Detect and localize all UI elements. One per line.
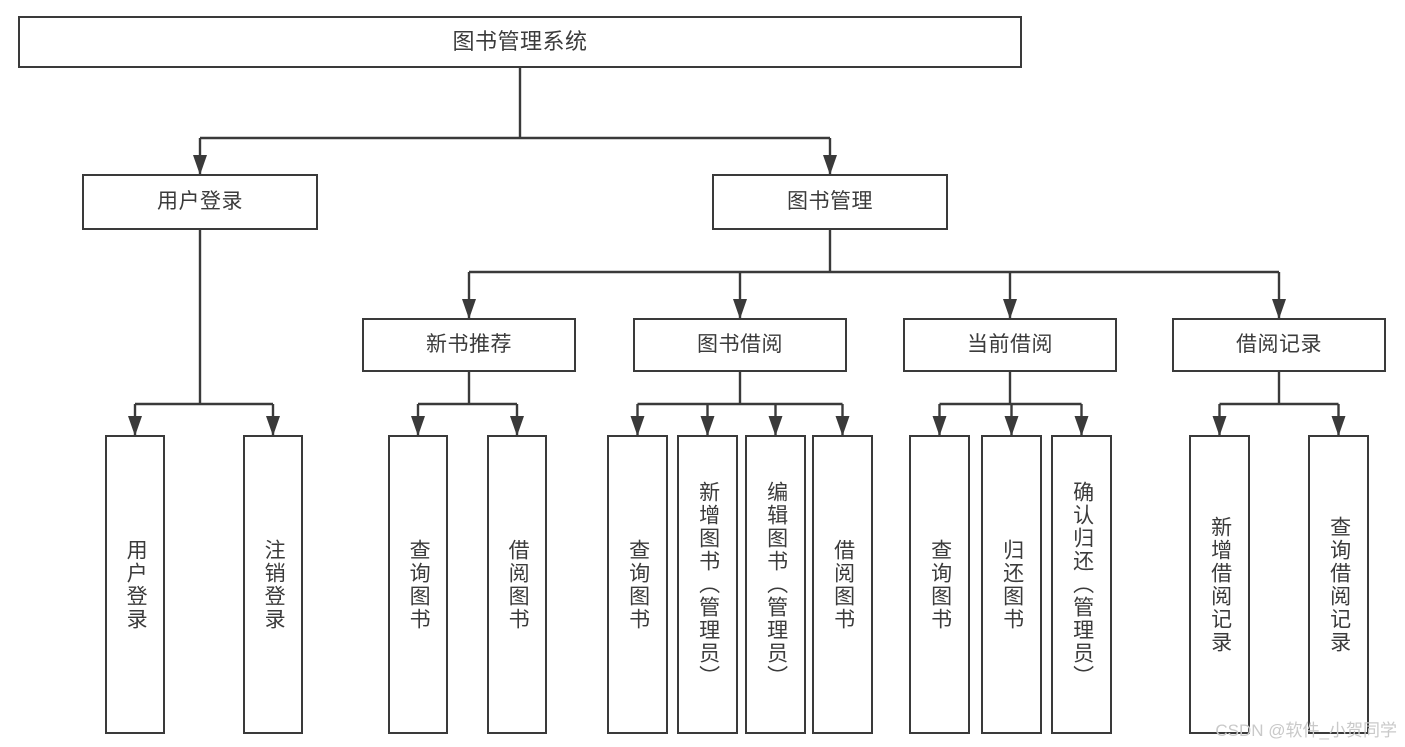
- arrowhead-bookmgmt: [823, 155, 837, 175]
- node-box-leaf-bor-3[interactable]: 编辑图书（管理员）: [745, 435, 806, 734]
- node-box-leaf-bor-4[interactable]: 借阅图书: [812, 435, 873, 734]
- node-box-root[interactable]: 图书管理系统: [18, 16, 1022, 68]
- node-box-current[interactable]: 当前借阅: [903, 318, 1117, 372]
- node-box-leaf-rec-2[interactable]: 查询借阅记录: [1308, 435, 1369, 734]
- arrowhead-leaf-bor-2: [700, 416, 715, 436]
- node-label-bookmgmt: 图书管理: [787, 190, 873, 214]
- arrowhead-leaf-new-1: [411, 416, 425, 436]
- node-label-leaf-new-2: 借阅图书: [506, 538, 530, 631]
- node-label-leaf-rec-2: 查询借阅记录: [1327, 515, 1351, 654]
- node-box-leaf-cur-2[interactable]: 归还图书: [981, 435, 1042, 734]
- node-box-bookmgmt[interactable]: 图书管理: [712, 174, 948, 230]
- arrowhead-borrow: [733, 299, 747, 319]
- node-label-login: 用户登录: [157, 190, 243, 214]
- arrowhead-leaf-login-1: [128, 416, 142, 436]
- node-label-leaf-login-1: 用户登录: [124, 538, 148, 631]
- node-label-leaf-login-2: 注销登录: [262, 538, 286, 631]
- node-label-leaf-bor-4: 借阅图书: [831, 538, 855, 631]
- node-label-root: 图书管理系统: [452, 28, 588, 54]
- node-box-login[interactable]: 用户登录: [82, 174, 318, 230]
- node-label-leaf-cur-1: 查询图书: [928, 538, 952, 631]
- arrowhead-leaf-cur-1: [932, 416, 947, 436]
- node-box-records[interactable]: 借阅记录: [1172, 318, 1386, 372]
- node-label-newbook: 新书推荐: [426, 333, 512, 357]
- node-box-leaf-cur-1[interactable]: 查询图书: [909, 435, 970, 734]
- node-box-leaf-rec-1[interactable]: 新增借阅记录: [1189, 435, 1250, 734]
- arrowhead-leaf-bor-4: [835, 416, 850, 436]
- arrowhead-leaf-cur-2: [1004, 416, 1019, 436]
- node-label-leaf-rec-1: 新增借阅记录: [1208, 515, 1232, 654]
- node-label-leaf-bor-1: 查询图书: [626, 538, 650, 631]
- arrowhead-login: [193, 155, 207, 175]
- node-box-newbook[interactable]: 新书推荐: [362, 318, 576, 372]
- node-box-leaf-bor-1[interactable]: 查询图书: [607, 435, 668, 734]
- node-box-borrow[interactable]: 图书借阅: [633, 318, 847, 372]
- node-label-current: 当前借阅: [967, 333, 1053, 357]
- node-box-leaf-new-2[interactable]: 借阅图书: [487, 435, 547, 734]
- node-label-leaf-bor-3: 编辑图书（管理员）: [764, 481, 788, 688]
- node-box-leaf-login-2[interactable]: 注销登录: [243, 435, 303, 734]
- node-box-leaf-new-1[interactable]: 查询图书: [388, 435, 448, 734]
- node-label-leaf-new-1: 查询图书: [407, 538, 431, 631]
- arrowhead-leaf-bor-3: [768, 416, 783, 436]
- arrowhead-leaf-rec-1: [1212, 416, 1227, 436]
- node-label-leaf-cur-2: 归还图书: [1000, 538, 1024, 631]
- arrowhead-records: [1272, 299, 1286, 319]
- node-box-leaf-bor-2[interactable]: 新增图书（管理员）: [677, 435, 738, 734]
- arrowhead-current: [1003, 299, 1017, 319]
- arrowhead-leaf-bor-1: [630, 416, 645, 436]
- node-label-leaf-cur-3: 确认归还（管理员）: [1070, 481, 1094, 688]
- watermark-label: CSDN @软件_小贺同学: [1215, 721, 1397, 740]
- node-label-records: 借阅记录: [1236, 333, 1322, 357]
- arrowhead-leaf-new-2: [510, 416, 524, 436]
- arrowhead-newbook: [462, 299, 476, 319]
- arrowhead-leaf-rec-2: [1331, 416, 1346, 436]
- node-label-leaf-bor-2: 新增图书（管理员）: [696, 481, 720, 688]
- arrowhead-leaf-login-2: [266, 416, 280, 436]
- arrowhead-leaf-cur-3: [1074, 416, 1089, 436]
- node-box-leaf-login-1[interactable]: 用户登录: [105, 435, 165, 734]
- node-box-leaf-cur-3[interactable]: 确认归还（管理员）: [1051, 435, 1112, 734]
- node-label-borrow: 图书借阅: [697, 333, 783, 357]
